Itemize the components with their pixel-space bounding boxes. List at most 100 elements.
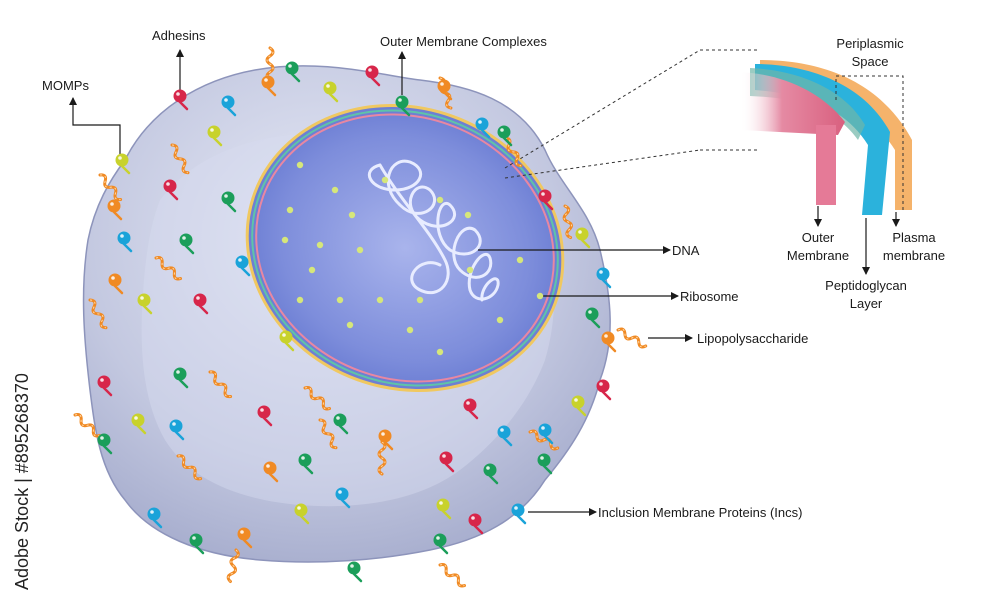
surface-protein [237, 527, 253, 549]
lipopolysaccharide-chain [377, 440, 387, 476]
lps-layer [73, 46, 648, 588]
lipopolysaccharide-chain [265, 46, 275, 82]
lipopolysaccharide-chain [616, 327, 648, 349]
lipopolysaccharide-chain [154, 256, 183, 281]
periplasmic-bracket [835, 75, 904, 210]
label-periplasmic-1: Periplasmic [836, 36, 904, 51]
surface-protein [601, 331, 617, 353]
surface-protein [207, 125, 223, 147]
ribosome-dot [464, 211, 472, 219]
surface-protein [221, 95, 237, 117]
surface-protein [97, 433, 113, 455]
surface-protein [538, 189, 554, 211]
surface-protein [395, 95, 411, 117]
surface-protein [173, 367, 189, 389]
surface-protein [323, 81, 339, 103]
inset-outer-membrane-curve [740, 72, 845, 135]
surface-protein [333, 413, 349, 435]
surface-protein [298, 453, 314, 475]
surface-protein [169, 419, 185, 441]
surface-protein [107, 199, 123, 221]
lipopolysaccharide-chain [226, 548, 240, 584]
label-incs: Inclusion Membrane Proteins (Incs) [598, 505, 802, 520]
surface-protein [189, 533, 205, 555]
ribosome-dot [296, 296, 304, 304]
lipopolysaccharide-chain [88, 298, 108, 330]
lipopolysaccharide-chain [170, 143, 190, 175]
surface-protein [294, 503, 310, 525]
surface-protein [285, 61, 301, 83]
protein-layer [97, 61, 617, 583]
label-plasma-2: membrane [883, 248, 945, 263]
lipopolysaccharide-chain [528, 429, 560, 451]
surface-protein [115, 153, 131, 175]
surface-protein [575, 227, 591, 249]
inset-connector-top [504, 49, 701, 169]
surface-protein [571, 395, 587, 417]
ribosome-dot [316, 241, 324, 249]
inset-peptidoglycan [755, 64, 890, 215]
lipopolysaccharide-chain [98, 173, 123, 202]
surface-protein [497, 125, 513, 147]
surface-protein [335, 487, 351, 509]
surface-protein [365, 65, 381, 87]
ribosome-dot [406, 326, 414, 334]
surface-protein [347, 561, 363, 583]
ribosome-dot [286, 206, 294, 214]
surface-protein [439, 451, 455, 473]
lipopolysaccharide-chain [503, 136, 523, 168]
nucleoid-ring-inner [255, 113, 555, 383]
ribosome-dot [536, 292, 544, 300]
lipopolysaccharide-chain [176, 454, 203, 481]
ribosome-dot [381, 176, 389, 184]
surface-protein [511, 503, 527, 525]
ribosome-layer [281, 161, 544, 356]
ribosome-dot [516, 256, 524, 264]
surface-protein [468, 513, 484, 535]
surface-protein [538, 423, 554, 445]
ribosome-dot [308, 266, 316, 274]
ribosome-dot [336, 296, 344, 304]
inset-plasma-membrane [760, 60, 912, 210]
label-adhesins: Adhesins [152, 28, 206, 43]
surface-protein [147, 507, 163, 529]
surface-protein [131, 413, 147, 435]
ribosome-dot [348, 211, 356, 219]
lipopolysaccharide-chain [438, 563, 467, 588]
label-outer-membrane-1: Outer [802, 230, 835, 245]
surface-protein [235, 255, 251, 277]
inset-connector-bottom [504, 149, 701, 179]
surface-protein [378, 429, 394, 451]
lipopolysaccharide-chain [303, 386, 332, 411]
lipopolysaccharide-chain [73, 413, 102, 438]
surface-protein [497, 425, 513, 447]
surface-protein [117, 231, 133, 253]
membrane-inset [740, 60, 912, 215]
ribosome-dot [281, 236, 289, 244]
surface-protein [179, 233, 195, 255]
ribosome-dot [496, 316, 504, 324]
surface-protein [596, 267, 612, 289]
label-periplasmic-2: Space [852, 54, 889, 69]
ribosome-dot [376, 296, 384, 304]
surface-protein [137, 293, 153, 315]
label-lipopolysaccharide: Lipopolysaccharide [697, 331, 808, 346]
surface-protein [463, 398, 479, 420]
surface-protein [261, 75, 277, 97]
surface-protein [173, 89, 189, 111]
surface-protein [108, 273, 124, 295]
surface-protein [483, 463, 499, 485]
ribosome-dot [346, 321, 354, 329]
ribosome-dot [356, 246, 364, 254]
label-outer-membrane-2: Membrane [787, 248, 849, 263]
lipopolysaccharide-chain [318, 418, 338, 450]
lipopolysaccharide-chain [562, 204, 573, 240]
surface-protein [193, 293, 209, 315]
label-ribosome: Ribosome [680, 289, 739, 304]
ribosome-dot [296, 161, 304, 169]
surface-protein [263, 461, 279, 483]
lipopolysaccharide-chain [208, 370, 233, 399]
ribosome-dot [466, 266, 474, 274]
surface-protein [475, 117, 491, 139]
